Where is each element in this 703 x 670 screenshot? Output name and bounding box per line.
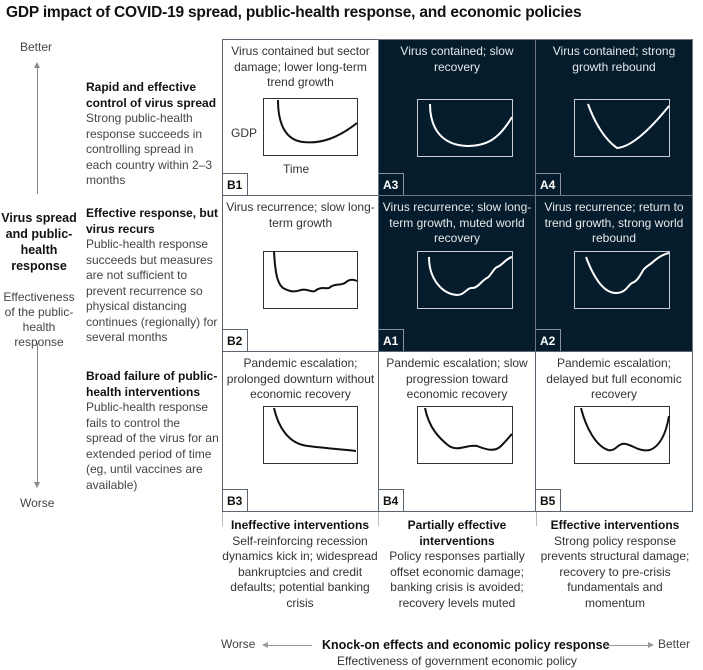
x-axis-worse-label: Worse (221, 637, 256, 651)
x-axis-line (604, 645, 650, 646)
gdp-curve-chart (574, 406, 670, 464)
column-description: Policy responses partially offset econom… (389, 549, 525, 610)
column-divider (378, 512, 379, 526)
column-heading: Partially effective interventions (407, 518, 507, 548)
gdp-curve-chart (263, 406, 358, 464)
scenario-tag: A3 (379, 173, 404, 195)
row-label-broad-failure: Broad failure of public-health intervent… (86, 369, 220, 493)
row-description: Public-health response succeeds but meas… (86, 237, 218, 344)
x-axis-better-label: Better (658, 637, 691, 651)
row-heading: Effective response, but virus recurs (86, 206, 219, 236)
scenario-caption: Virus contained; slow recovery (400, 44, 514, 74)
gdp-curve-chart (263, 98, 358, 156)
arrow-down-icon (34, 482, 40, 488)
scenario-tag: B5 (536, 489, 561, 511)
scenario-caption: Virus recurrence; slow long-term growth (226, 200, 375, 230)
row-description: Public-health response fails to control … (86, 400, 219, 492)
column-label-ineffective: Ineffective interventions Self-reinforci… (222, 518, 378, 611)
column-divider (536, 512, 537, 526)
scenario-cell-a3: Virus contained; slow recovery A3 (378, 39, 536, 196)
column-description: Self-reinforcing recession dynamics kick… (222, 533, 378, 610)
scenario-cell-b2: Virus recurrence; slow long-term growth … (222, 195, 379, 352)
column-label-partially-effective: Partially effective interventions Policy… (379, 518, 535, 611)
gdp-curve-chart (263, 251, 358, 309)
y-axis-subtitle: Effectiveness of the public-health respo… (3, 290, 75, 349)
scenario-cell-b1: Virus contained but sector damage; lower… (222, 39, 379, 196)
arrow-right-icon (648, 642, 654, 648)
scenario-caption: Pandemic escalation; slow progression to… (386, 356, 528, 401)
scenario-cell-a2: Virus recurrence; return to trend growth… (535, 195, 693, 352)
scenario-cell-a4: Virus contained; strong growth rebound A… (535, 39, 693, 196)
scenario-caption: Virus recurrence; slow long-term growth,… (382, 200, 532, 245)
scenario-caption: Pandemic escalation; prolonged downturn … (226, 356, 375, 401)
scenario-cell-b5: Pandemic escalation; delayed but full ec… (535, 351, 693, 512)
scenario-grid: Virus contained but sector damage; lower… (222, 39, 693, 512)
scenario-caption: Virus contained; strong growth rebound (552, 44, 676, 74)
scenario-tag: A1 (379, 329, 404, 351)
scenario-tag: A4 (536, 173, 561, 195)
gdp-curve-chart (574, 251, 670, 309)
scenario-tag: A2 (536, 329, 561, 351)
scenario-cell-b3: Pandemic escalation; prolonged downturn … (222, 351, 379, 512)
y-axis-title: Virus spread and public-health response (1, 211, 77, 273)
y-axis-line (37, 343, 38, 486)
row-label-virus-recurs: Effective response, but virus recurs Pub… (86, 206, 220, 346)
time-axis-label: Time (283, 162, 310, 176)
row-heading: Rapid and effective control of virus spr… (86, 80, 217, 110)
column-divider (222, 512, 223, 526)
scenario-caption: Virus contained but sector damage; lower… (231, 44, 370, 89)
gdp-curve-chart (417, 251, 513, 309)
y-axis-worse-label: Worse (20, 496, 55, 510)
x-axis-line (266, 645, 312, 646)
column-description: Strong policy response prevents structur… (540, 533, 690, 610)
scenario-tag: B1 (223, 173, 248, 195)
gdp-curve-chart (417, 406, 513, 464)
scenario-cell-b4: Pandemic escalation; slow progression to… (378, 351, 536, 512)
scenario-cell-a1: Virus recurrence; slow long-term growth,… (378, 195, 536, 352)
scenario-caption: Virus recurrence; return to trend growth… (544, 200, 684, 245)
column-heading: Effective interventions (550, 518, 680, 532)
row-label-rapid-control: Rapid and effective control of virus spr… (86, 80, 220, 189)
y-axis-line (37, 64, 38, 194)
x-axis-title: Knock-on effects and economic policy res… (322, 638, 610, 652)
scenario-tag: B3 (223, 489, 248, 511)
scenario-caption: Pandemic escalation; delayed but full ec… (546, 356, 682, 401)
scenario-tag: B4 (379, 489, 404, 511)
scenario-tag: B2 (223, 329, 248, 351)
column-heading: Ineffective interventions (230, 518, 370, 532)
y-axis-better-label: Better (20, 40, 53, 54)
column-label-effective: Effective interventions Strong policy re… (537, 518, 693, 611)
gdp-axis-label: GDP (231, 126, 258, 140)
row-heading: Broad failure of public-health intervent… (86, 369, 218, 399)
page-title: GDP impact of COVID-19 spread, public-he… (6, 4, 582, 21)
gdp-curve-chart (574, 99, 670, 157)
gdp-curve-chart (417, 99, 513, 157)
arrow-left-icon (262, 642, 268, 648)
x-axis-subtitle: Effectiveness of government economic pol… (337, 654, 577, 668)
row-description: Strong public-health response succeeds i… (86, 111, 213, 187)
